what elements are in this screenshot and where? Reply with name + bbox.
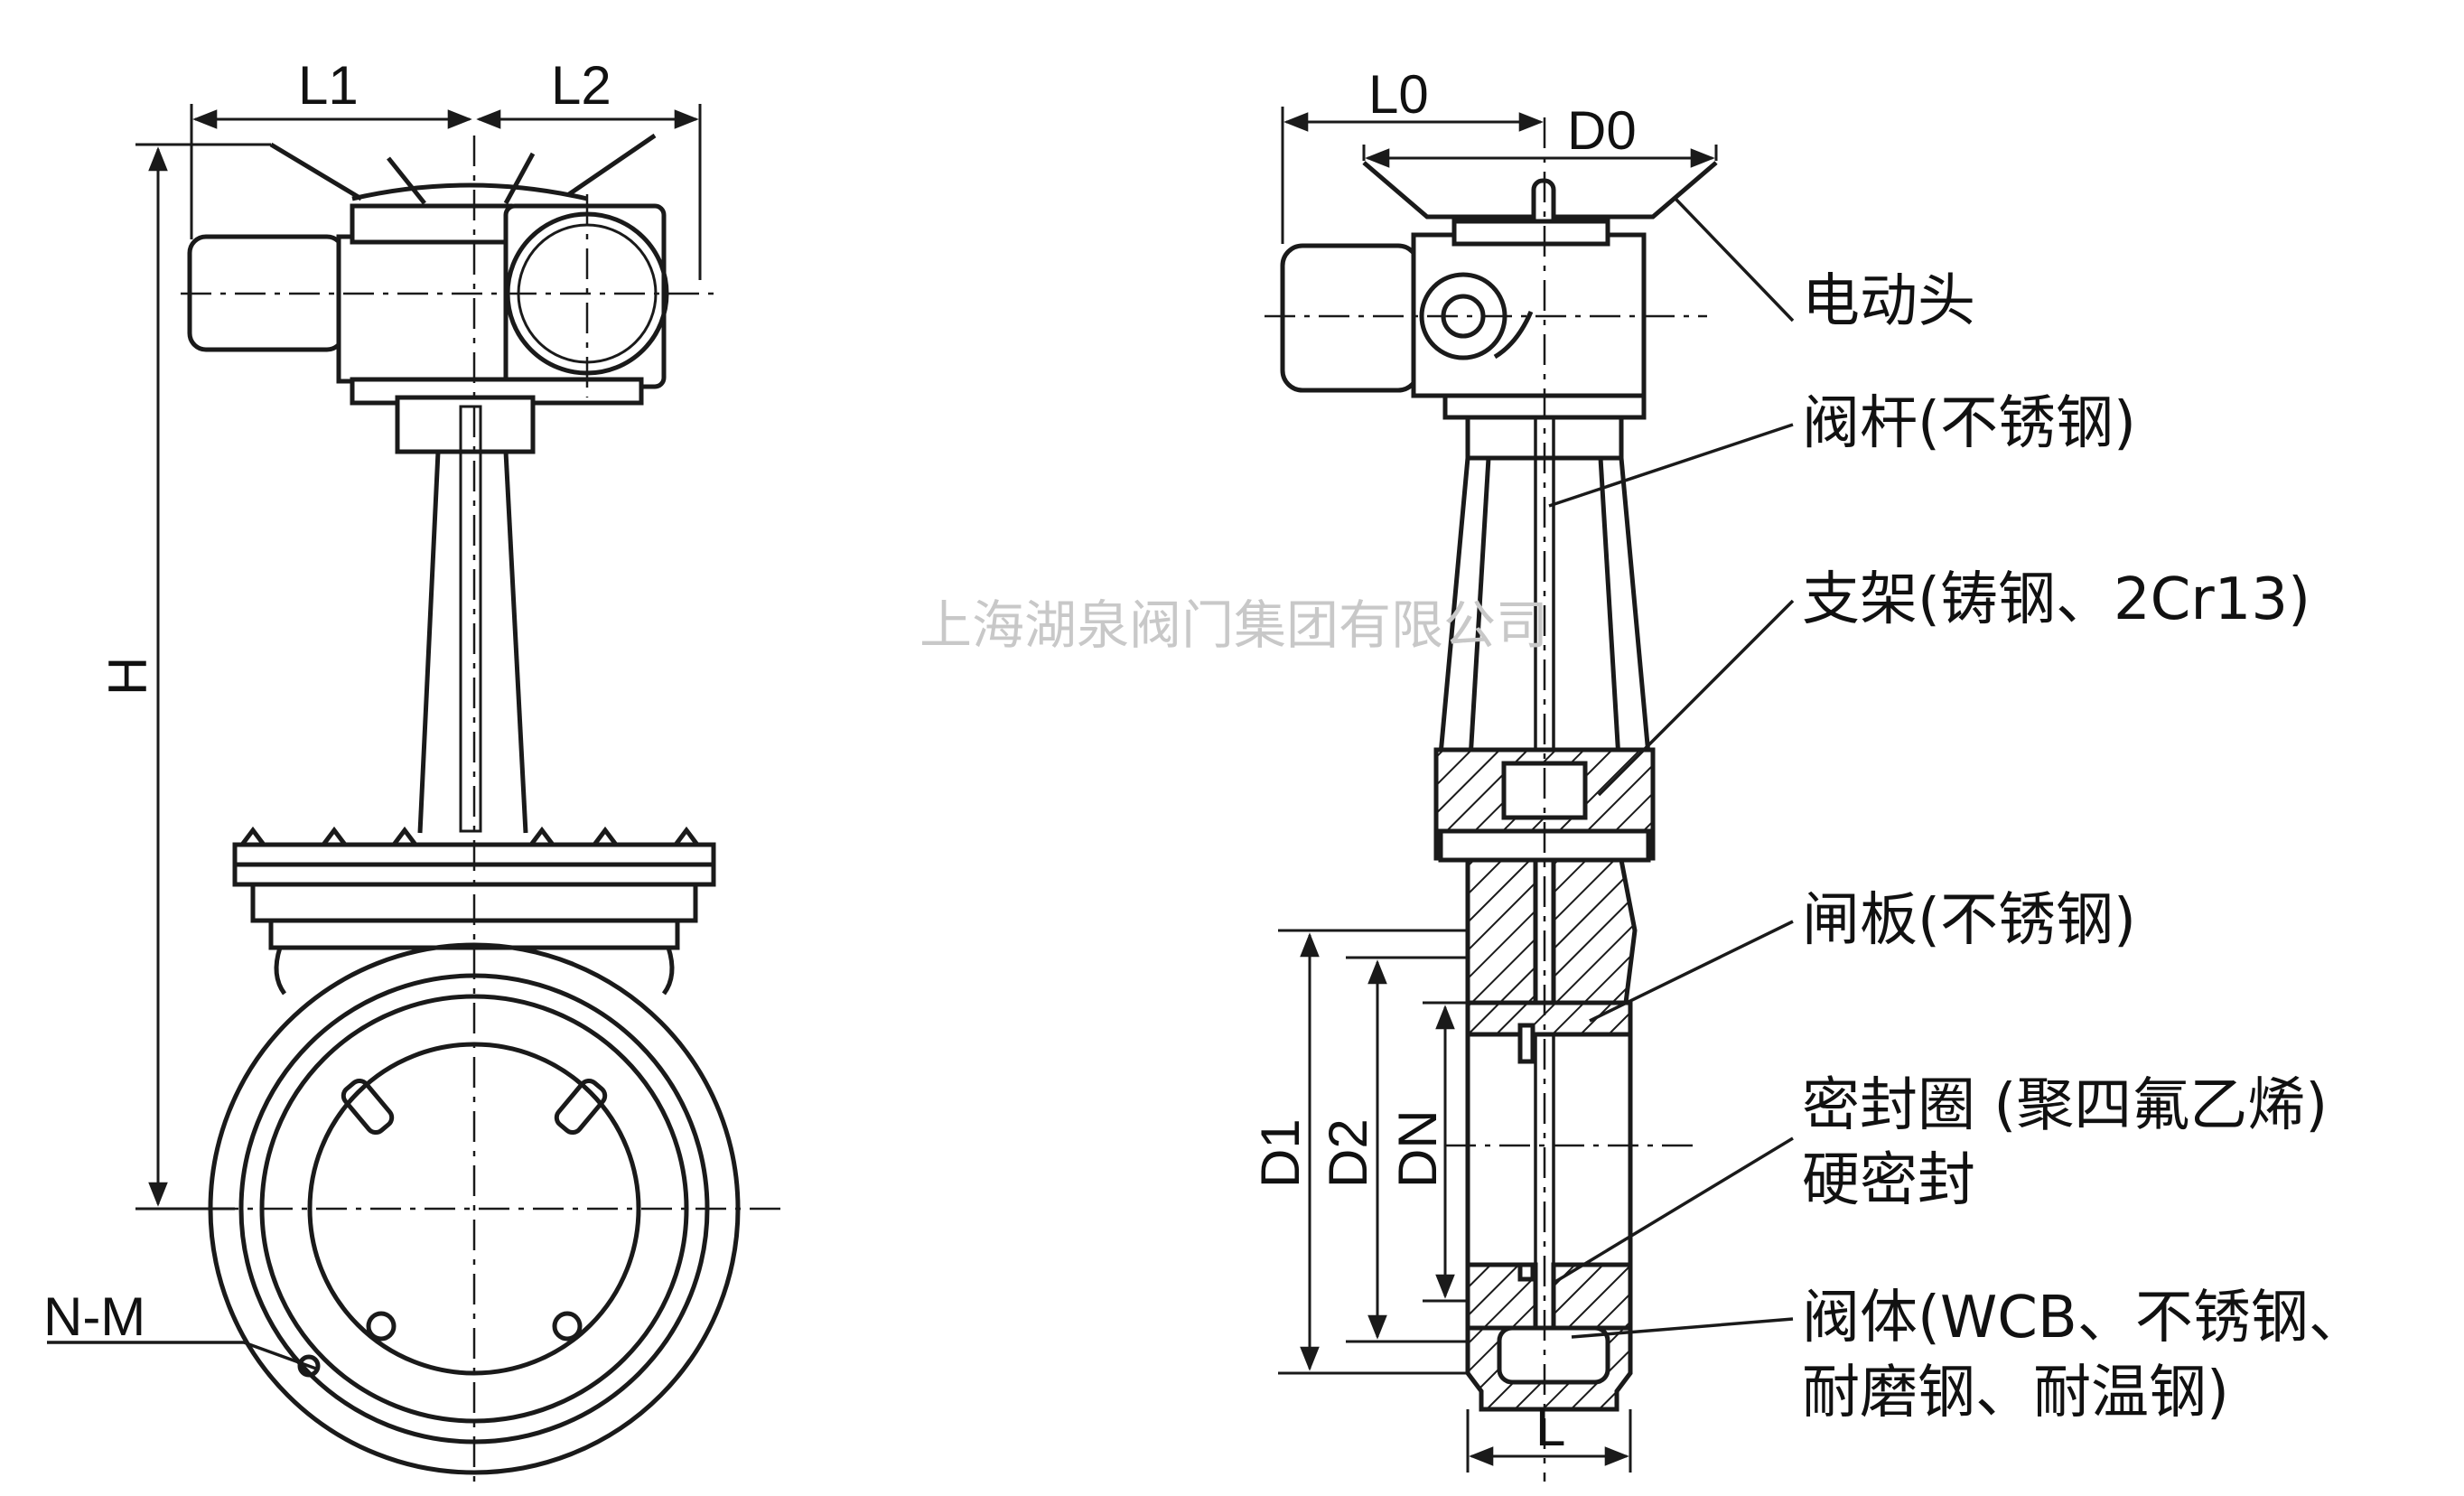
dim-label-d2: D2	[1318, 1118, 1378, 1188]
callout-leaders	[1548, 197, 1795, 1339]
valve-body-side	[1465, 1000, 1633, 1412]
company-watermark: 上海湖泉阀门集团有限公司	[919, 594, 1548, 656]
actuator-side	[1280, 219, 1647, 420]
bracket-front	[395, 395, 536, 834]
dim-label-l1: L1	[298, 55, 359, 116]
callout-bracket: 支架(铸钢、2Cr13)	[1802, 566, 2310, 633]
side-view	[1265, 117, 1718, 1482]
dim-label-l2: L2	[551, 55, 611, 116]
dim-label-l0: L0	[1368, 64, 1429, 125]
callout-actuator: 电动头	[1802, 268, 1975, 335]
callout-body-line2: 耐磨钢、耐温钢)	[1802, 1360, 2229, 1426]
callout-stem: 阀杆(不锈钢)	[1802, 390, 2136, 457]
dimension-lines	[47, 104, 1718, 1473]
actuator-front	[187, 203, 669, 406]
dim-label-d1: D1	[1250, 1118, 1311, 1188]
dim-label-l: L	[1535, 1397, 1565, 1457]
handwheel-front	[269, 133, 657, 205]
dim-label-h: H	[98, 657, 158, 696]
callout-seal-line1: 密封圈 (聚四氟乙烯)	[1802, 1072, 2328, 1139]
callout-gate: 闸板(不锈钢)	[1802, 887, 2136, 954]
front-view	[154, 133, 786, 1482]
dim-label-d0: D0	[1567, 100, 1637, 161]
callout-body-line1: 阀体(WCB、不锈钢、	[1802, 1285, 2366, 1351]
callout-seal-line2: 硬密封	[1802, 1147, 1975, 1214]
dim-label-dn: DN	[1387, 1109, 1448, 1188]
dim-label-nm: N-M	[43, 1286, 145, 1347]
